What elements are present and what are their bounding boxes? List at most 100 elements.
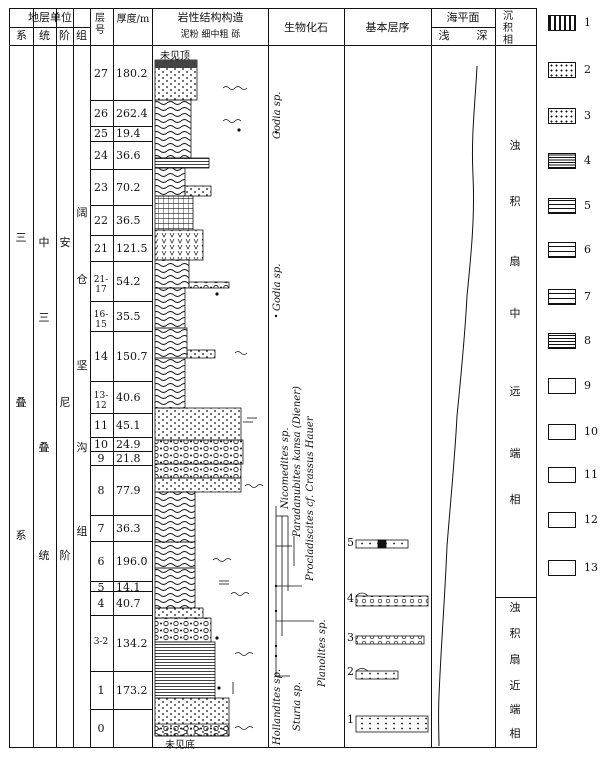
layer-thickness: 262.4	[116, 106, 148, 120]
layer-thickness: 40.6	[116, 390, 141, 404]
series-char-1: 中	[38, 236, 50, 249]
divider-layerno	[113, 9, 114, 747]
legend-number: 8	[584, 334, 591, 347]
layer-thickness: 150.7	[116, 349, 148, 363]
legend-number: 7	[584, 290, 591, 303]
header-deep: 深	[476, 29, 488, 42]
facies-upper-char: 扇	[509, 255, 521, 268]
note-top: 未见顶	[160, 51, 190, 62]
header-system: 系	[16, 29, 27, 42]
layer-thickness: 24.9	[116, 437, 141, 451]
header-layer-no: 层号	[95, 13, 105, 36]
legend-swatch	[548, 467, 576, 483]
legend-swatch	[548, 378, 576, 394]
layer-thickness: 35.5	[116, 309, 141, 323]
layer-number: 11	[94, 418, 108, 432]
layer-number: 13-12	[93, 390, 109, 411]
legend-swatch	[548, 108, 576, 124]
sea-level-curve	[438, 65, 478, 747]
facies-lower-char: 积	[509, 627, 521, 640]
legend-number: 3	[584, 109, 591, 122]
facies-lower-char: 相	[509, 727, 521, 740]
layer-thickness: 21.8	[116, 451, 141, 465]
layer-divider	[90, 709, 152, 710]
layer-divider	[90, 671, 152, 672]
layer-divider	[90, 541, 152, 542]
legend-number: 1	[584, 16, 591, 29]
fossil-range-lines	[274, 130, 314, 677]
legend-swatch	[548, 198, 576, 214]
system-char-3: 系	[15, 529, 27, 542]
legend-swatch	[548, 560, 576, 576]
layer-divider	[90, 141, 152, 142]
divider-system	[33, 9, 34, 747]
legend-swatch	[548, 242, 576, 258]
layer-thickness: 70.2	[116, 180, 141, 194]
facies-lower-char: 扇	[509, 653, 521, 666]
layer-thickness: 54.2	[116, 274, 141, 288]
facies-lower-char: 浊	[509, 601, 521, 614]
layer-divider	[90, 581, 152, 582]
layer-thickness: 196.0	[116, 554, 148, 568]
seq-num-1: 1	[347, 713, 354, 726]
stage-char-1: 安	[59, 236, 71, 249]
layer-thickness: 36.3	[116, 521, 141, 535]
layer-number: 3-2	[93, 636, 109, 647]
legend-number: 2	[584, 63, 591, 76]
header-sequence: 基本层序	[365, 21, 410, 34]
layer-number: 23	[94, 180, 108, 194]
header-sea-level: 海平面	[446, 11, 480, 24]
layer-divider	[90, 261, 152, 262]
header-thickness: 厚度/m	[116, 14, 150, 25]
layer-divider	[90, 331, 152, 332]
legend-number: 6	[584, 243, 591, 256]
layer-number: 16-15	[93, 309, 109, 330]
series-char-2: 三	[38, 311, 50, 324]
divider-series	[56, 9, 57, 747]
divider-stage	[73, 9, 74, 747]
layer-divider	[90, 100, 152, 101]
facies-upper-char: 端	[509, 447, 521, 460]
legend-number: 5	[584, 199, 591, 212]
header-stage: 阶	[59, 29, 70, 42]
layer-divider	[90, 169, 152, 170]
layer-number: 21-17	[93, 274, 109, 295]
layer-divider	[90, 126, 152, 127]
layer-divider	[90, 515, 152, 516]
layer-number: 10	[94, 437, 108, 451]
group-char-2: 仓	[76, 273, 88, 286]
system-char-1: 三	[15, 231, 27, 244]
seq-num-5: 5	[347, 536, 354, 549]
stratigraphic-column: 地层单位 系 统 阶 组 层号 厚度/m 岩性结构构造 泥粉 细中粗 砾 生物化…	[9, 8, 537, 751]
layer-number: 25	[94, 127, 108, 140]
divider-lithology	[268, 9, 269, 747]
facies-upper-char: 远	[509, 385, 521, 398]
legend-swatch	[548, 512, 576, 528]
header-series: 统	[39, 29, 50, 42]
divider-fossils	[344, 9, 345, 747]
seq-num-3: 3	[347, 631, 354, 644]
note-bottom: 未见底	[165, 740, 195, 751]
legend-swatch	[548, 62, 576, 78]
layer-thickness: 19.4	[116, 127, 141, 140]
layer-divider	[90, 615, 152, 616]
group-char-1: 阔	[76, 206, 88, 219]
facies-upper-char: 相	[509, 493, 521, 506]
layer-number: 5	[97, 581, 105, 594]
lithology-column	[154, 59, 264, 737]
legend-swatch	[548, 424, 576, 440]
layer-number: 27	[94, 66, 108, 80]
layer-thickness: 180.2	[116, 66, 148, 80]
layer-thickness: 36.6	[116, 148, 141, 162]
series-char-4: 统	[38, 549, 50, 562]
legend-swatch	[548, 153, 576, 169]
layer-divider	[90, 437, 152, 438]
layer-divider	[90, 465, 152, 466]
layer-thickness: 121.5	[116, 241, 148, 255]
seq-num-4: 4	[347, 592, 354, 605]
header-bottom-line	[10, 45, 536, 46]
layer-thickness: 14.1	[116, 581, 141, 594]
divider-group	[90, 9, 91, 747]
group-char-3: 坚	[76, 359, 88, 372]
legend-number: 13	[584, 561, 598, 574]
